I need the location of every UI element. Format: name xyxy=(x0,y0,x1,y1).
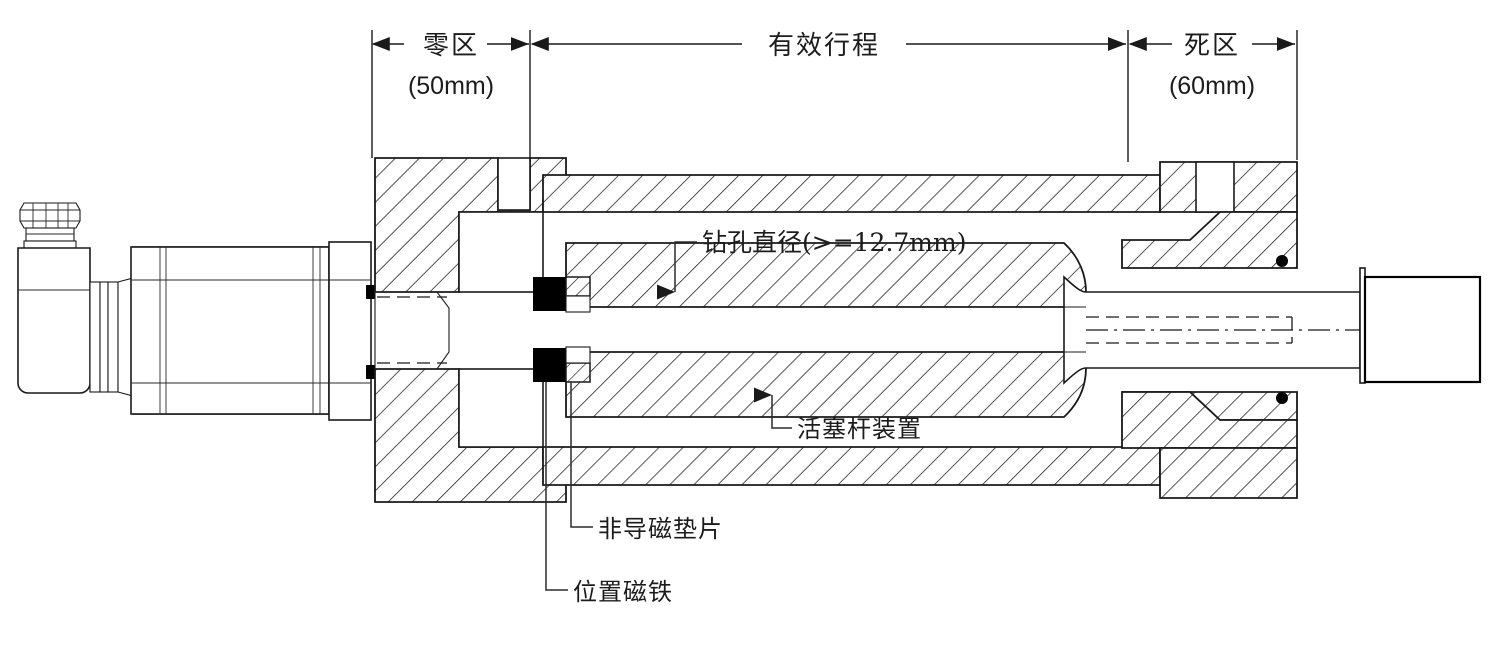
callout-label-piston-rod: 活塞杆装置 xyxy=(797,415,922,443)
waveguide-stub-body xyxy=(374,291,450,370)
neck-rib-2 xyxy=(99,281,109,393)
end-cap-seal-top xyxy=(1276,255,1288,267)
sensor-assembly xyxy=(17,202,450,421)
sensor-elbow-housing xyxy=(17,247,91,394)
leader-bore-diameter xyxy=(657,241,697,300)
end-cap-lower-outer xyxy=(1159,447,1298,499)
callout-label-bore-diameter: 钻孔直径(>=12.7mm) xyxy=(702,228,966,257)
cylinder-barrel xyxy=(542,174,1161,486)
callout-position-magnet: 位置磁铁 xyxy=(545,382,673,606)
barrel-top-wall xyxy=(542,174,1161,213)
sensor-oring-top xyxy=(366,285,375,299)
spacer-retainer-top xyxy=(565,295,591,313)
callout-label-position-magnet: 位置磁铁 xyxy=(573,578,673,606)
sensor-housing xyxy=(130,246,330,415)
dim-label-null-zone: 零区 xyxy=(423,31,479,61)
end-cap-seal-bottom xyxy=(1276,392,1288,404)
sensor-neck xyxy=(89,277,134,397)
sensor-flange-body xyxy=(328,241,372,421)
end-cap-gland-lower xyxy=(1121,391,1298,449)
sensor-waveguide-stub xyxy=(374,291,450,370)
sensor-head-body xyxy=(17,247,91,394)
dimension-effective-stroke: 有效行程 xyxy=(530,31,1126,61)
end-cap-gland-upper xyxy=(1121,211,1298,269)
dimension-null-zone: 零区 (50mm) xyxy=(371,31,529,100)
neck-rib-1 xyxy=(89,281,101,393)
leader-non-magnetic-spacer xyxy=(570,382,593,528)
cylinder-head-bore-pocket-top xyxy=(458,211,544,293)
dim-value-dead-zone: (60mm) xyxy=(1169,72,1255,100)
rod-end-clevis xyxy=(1363,275,1482,384)
callout-label-non-magnetic-spacer: 非导磁垫片 xyxy=(598,515,723,543)
rod-end-cap xyxy=(1121,161,1298,499)
sensor-housing-outline xyxy=(130,246,330,415)
non-magnetic-spacer-block-top xyxy=(565,276,591,297)
dim-label-effective-stroke: 有效行程 xyxy=(768,31,880,61)
callout-bore-diameter: 钻孔直径(>=12.7mm) xyxy=(657,228,966,300)
rod-end-block xyxy=(1359,267,1482,384)
dimension-dead-zone: 死区 (60mm) xyxy=(1128,31,1295,100)
dim-value-null-zone: (50mm) xyxy=(408,72,494,100)
connector-base-ring xyxy=(23,240,77,249)
dim-label-dead-zone: 死区 xyxy=(1184,31,1240,61)
end-cap-groove-top xyxy=(1195,161,1235,213)
piston-rod-lower-wall xyxy=(565,351,1087,418)
cylinder-head-bore-pocket-bottom xyxy=(458,368,544,448)
connector-nut xyxy=(19,202,81,229)
position-magnet-block-bottom xyxy=(533,348,566,382)
leader-position-magnet xyxy=(545,382,568,591)
non-magnetic-spacer-block-bottom xyxy=(565,362,591,383)
sensor-flange xyxy=(328,241,375,421)
dimension-band: 零区 (50mm) 有效行程 死区 (60mm) xyxy=(371,30,1298,212)
neck-rib-3 xyxy=(107,281,119,393)
cylinder-head-port-pocket xyxy=(497,157,531,211)
barrel-bottom-wall xyxy=(542,446,1161,486)
spacer-retainer-bottom xyxy=(565,346,591,364)
sensor-oring-bottom xyxy=(366,365,375,379)
leader-piston-rod xyxy=(754,387,792,429)
connector-collar xyxy=(25,227,75,242)
position-magnet-block-top xyxy=(533,277,566,311)
callout-non-magnetic-spacer: 非导磁垫片 xyxy=(570,382,723,543)
callout-piston-rod: 活塞杆装置 xyxy=(754,387,922,443)
sensor-connector xyxy=(19,202,81,249)
magnet-and-spacer-group xyxy=(533,276,591,383)
callouts-group: 钻孔直径(>=12.7mm) 活塞杆装置 非导磁垫片 位置磁铁 xyxy=(545,228,966,606)
cylinder-head xyxy=(374,157,567,503)
